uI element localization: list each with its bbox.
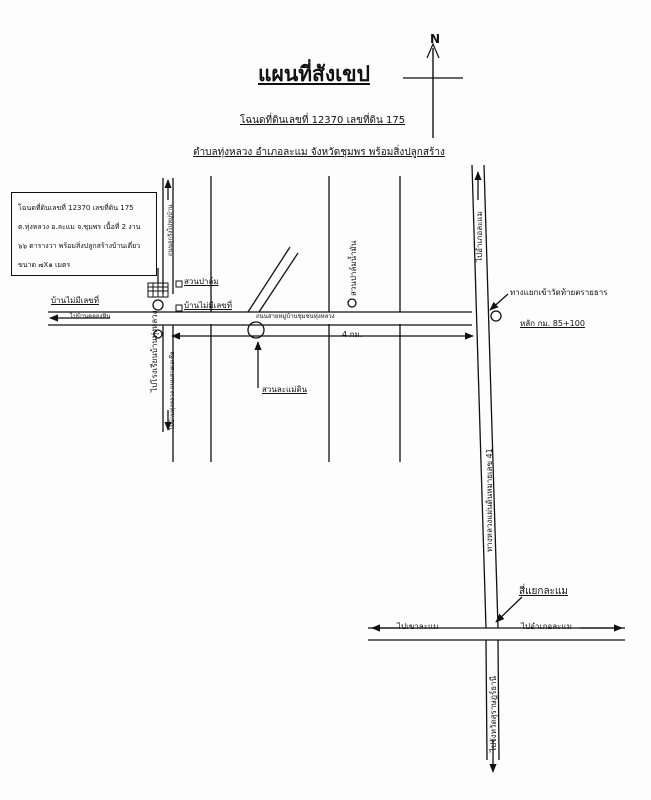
- park-circle: [247, 321, 265, 339]
- info-line-2: ต.ทุ่งหลวง อ.ละแม จ.ชุมพร เนื้อที่ 2 งาน: [18, 223, 141, 231]
- property-info-box: โฉนดที่ดินเลขที่ 12370 เลขที่ดิน 175 ต.ท…: [11, 192, 157, 276]
- north-label: N: [430, 32, 441, 46]
- junction-label: ทางแยกเข้าวัดท้ายตรายธาร: [510, 288, 608, 297]
- info-line-4: ขนาด ๗X๑ เมตร: [18, 261, 71, 269]
- side-road-label: ถนนลูกรังไปหมู่บ้าน: [167, 204, 174, 256]
- house-no-label: บ้านไม่มีเลขที่: [51, 296, 99, 305]
- highway-east: [483, 164, 499, 629]
- deed-number: โฉนดที่ดินเลขที่ 12370 เลขที่ดิน 175: [240, 115, 406, 126]
- lamae-junction-label: สี่แยกละแม: [519, 586, 568, 597]
- house-marker-circle: [152, 299, 164, 311]
- km-marker-label: หลัก กม. 85+100: [520, 319, 585, 328]
- to-khao-lamae-label: ไปเขาละแม: [397, 622, 439, 631]
- school-road-label: ไปโรงเรียนบ้านทุ่งหลวง: [150, 310, 159, 392]
- km-marker-circle: [490, 310, 502, 322]
- info-line-3: ๖๖ ตารางวา พร้อมสิ่งปลูกสร้างบ้านเดี่ยว: [18, 242, 141, 250]
- farm-square-icon: [175, 280, 183, 288]
- park-label: สวนละแม่ดิน: [262, 385, 308, 394]
- house-no2-label: บ้านไม่มีเลขที่: [184, 301, 232, 310]
- location-line: ตำบลทุ่งหลวง อำเภอละแม จังหวัดชุมพร พร้อ…: [193, 147, 445, 158]
- palm-grove-label: สวนปาล์มน้ำมัน: [349, 240, 358, 296]
- farm-label: สวนปาล์ม: [184, 277, 219, 286]
- diagonal-road-b: [258, 252, 299, 313]
- village-road-label: ถนนสายหมู่บ้านชุมชนทุ่งหลวง: [256, 313, 335, 320]
- highway-label: ทางหลวงแผ่นดินหมายเลข 41: [485, 448, 494, 552]
- palm-marker-circle: [347, 298, 357, 308]
- info-line-1: โฉนดที่ดินเลขที่ 12370 เลขที่ดิน 175: [18, 204, 134, 212]
- north-arrow-head: [426, 42, 440, 59]
- highway-west: [471, 164, 487, 629]
- bottom-left-road-label: ไปบ้านทุ่งหลวง ถนนสายเอเชีย: [169, 351, 176, 430]
- to-lamae-district-label: ไปอำเภอละแม: [521, 622, 572, 631]
- house-building-icon: [147, 282, 169, 298]
- to-khlong-label: ไปบ้านคลองหิน: [70, 313, 111, 320]
- school-marker-circle: [153, 329, 163, 339]
- diagonal-road-a: [247, 246, 291, 313]
- house2-square-icon: [175, 304, 183, 312]
- to-lamae-top-label: ไปอำเภอละแม: [475, 211, 484, 262]
- distance-label: 4 กม.: [342, 330, 363, 339]
- to-surat-label: ไปจังหวัดสุราษฎร์ธานี: [489, 675, 498, 752]
- page-title: แผนที่สังเขป: [258, 62, 370, 86]
